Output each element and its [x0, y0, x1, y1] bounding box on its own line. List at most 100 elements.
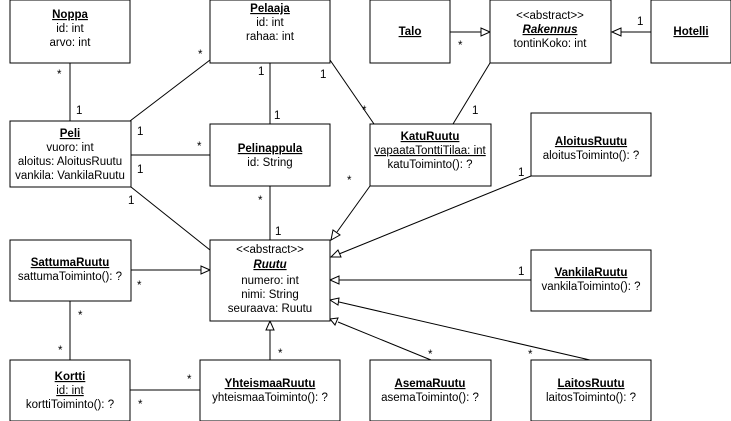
class-name: Pelaaja [250, 3, 290, 15]
mult-sattuma-ruutu: * [137, 280, 142, 292]
class-attr: korttiToiminto(): ? [26, 399, 114, 411]
gen-arrow-talo [480, 27, 492, 37]
class-attr: katuToiminto(): ? [387, 159, 472, 171]
mult-nappula-ruutu-ruutu: 1 [275, 226, 281, 238]
mult-peli-ruutu-peli: 1 [128, 195, 134, 207]
class-attr: tontinKoko: int [514, 38, 588, 50]
mult-nappula-ruutu-nappula: * [258, 195, 263, 207]
class-attr: rahaa: int [246, 31, 295, 43]
class-name: Kortti [55, 371, 86, 383]
mult-vankila-ruutu: 1 [518, 266, 524, 278]
class-name: Hotelli [673, 26, 708, 38]
class-attr: id: int [256, 17, 284, 29]
mult-peli-nappula-nappula: * [197, 141, 202, 153]
class-name: Ruutu [253, 259, 286, 271]
assoc-peli-ruutu [130, 186, 211, 251]
mult-rakennus-katu: 1 [472, 105, 478, 117]
class-vankilaruutu: VankilaRuutu vankilaToiminto(): ? [530, 249, 652, 312]
class-attr: laitosToiminto(): ? [546, 392, 636, 404]
gen-arrow-sattumaruutu [200, 265, 212, 275]
mult-kortti-yhteismaa-yhteismaa: * [187, 374, 192, 386]
gen-arrow-aloitusruutu [329, 249, 342, 258]
gen-laitosruutu-ruutu [338, 301, 591, 361]
class-pelinappula: Pelinappula id: String [209, 123, 331, 187]
assoc-pelaaja-peli [129, 59, 211, 122]
class-stereotype: <<abstract>> [516, 10, 584, 22]
class-kortti: Kortti id: int korttiToiminto(): ? [9, 359, 131, 421]
mult-katu-ruutu: * [347, 175, 352, 187]
class-name: Pelinappula [238, 143, 303, 155]
class-talo: Talo [369, 0, 451, 64]
gen-katuruutu-ruutu [336, 185, 371, 233]
class-attr: numero: int [241, 275, 299, 287]
assoc-rakennus-katuruutu [452, 62, 491, 125]
mult-noppa-peli-peli: 1 [76, 105, 82, 117]
class-name: Talo [399, 26, 422, 38]
class-name: SattumaRuutu [31, 257, 110, 269]
class-attr: vuoro: int [46, 142, 94, 154]
mult-laitos-ruutu: * [528, 349, 533, 361]
class-attr: vapaataTonttiTilaa: int [374, 145, 486, 157]
mult-pelaaja-nappula-nappula: 1 [274, 110, 280, 122]
class-attr: id: int [56, 23, 84, 35]
mult-peli-nappula-peli: 1 [137, 164, 143, 176]
class-attr: nimi: String [241, 289, 299, 301]
gen-arrow-hotelli [610, 27, 622, 37]
class-peli: Peli vuoro: int aloitus: AloitusRuutu va… [9, 120, 132, 188]
class-noppa: Noppa id: int arvo: int [9, 0, 131, 64]
gen-arrow-asemaruutu [329, 317, 339, 326]
class-yhteismaaruutu: YhteismaaRuutu yhteismaaToiminto(): ? [199, 359, 341, 421]
class-attr: id: String [247, 157, 292, 169]
class-asemaruutu: AsemaRuutu asemaToiminto(): ? [369, 359, 492, 421]
class-attr: vankila: VankilaRuutu [15, 170, 125, 182]
class-name: AloitusRuutu [555, 136, 627, 148]
class-katuruutu: KatuRuutu vapaataTonttiTilaa: int katuTo… [369, 123, 492, 187]
class-attr: arvo: int [50, 37, 92, 49]
gen-arrow-katuruutu [330, 229, 341, 241]
class-ruutu: <<abstract>> Ruutu numero: int nimi: Str… [209, 239, 331, 322]
class-name: VankilaRuutu [555, 267, 628, 279]
class-rakennus: <<abstract>> Rakennus tontinKoko: int [489, 0, 612, 64]
mult-asema-ruutu: * [428, 349, 433, 361]
class-sattumaruutu: SattumaRuutu sattumaToiminto(): ? [9, 239, 132, 302]
relationships [69, 27, 651, 391]
mult-pelaaja-katu-katu: * [362, 105, 367, 117]
gen-asemaruutu-ruutu [337, 321, 432, 361]
class-aloitusruutu: AloitusRuutu aloitusToiminto(): ? [530, 112, 652, 177]
class-attr: seuraava: Ruutu [228, 303, 312, 315]
mult-pelaaja-peli-peli: 1 [137, 126, 143, 138]
class-name: KatuRuutu [401, 131, 460, 143]
mult-sattuma-kortti-sattuma: * [78, 310, 83, 322]
mult-pelaaja-peli-pelaaja: * [198, 49, 203, 61]
mult-sattuma-kortti-kortti: * [58, 345, 63, 357]
mult-kortti-yhteismaa-kortti: * [138, 399, 143, 411]
class-name: YhteismaaRuutu [225, 378, 316, 390]
mult-hotelli-rakennus: 1 [637, 16, 643, 28]
class-name: Rakennus [523, 24, 578, 36]
class-hotelli: Hotelli [650, 0, 731, 64]
multiplicity-labels: * 1 * 1 1 1 1 * * 1 1 1 * 1 * 1 * 1 * 1 … [57, 16, 643, 411]
mult-yhteismaa-ruutu: * [278, 348, 283, 360]
mult-pelaaja-katu-pelaaja: 1 [320, 69, 326, 81]
class-name: LaitosRuutu [557, 378, 624, 390]
class-name: Peli [60, 128, 80, 140]
class-attr: yhteismaaToiminto(): ? [212, 392, 328, 404]
mult-noppa-peli-noppa: * [57, 69, 62, 81]
class-attr: asemaToiminto(): ? [381, 392, 479, 404]
class-attr: aloitusToiminto(): ? [543, 150, 640, 162]
class-attr: sattumaToiminto(): ? [18, 271, 122, 283]
class-pelaaja: Pelaaja id: int rahaa: int [209, 0, 331, 64]
class-stereotype: <<abstract>> [236, 244, 304, 256]
mult-pelaaja-nappula-pelaaja: 1 [258, 66, 264, 78]
mult-aloitus-ruutu: 1 [518, 167, 524, 179]
class-attr: aloitus: AloitusRuutu [18, 156, 122, 168]
gen-arrow-laitosruutu [328, 297, 340, 306]
gen-arrow-yhteismaaruutu [265, 319, 275, 331]
class-name: AsemaRuutu [395, 378, 466, 390]
mult-talo-rakennus: * [458, 40, 463, 52]
class-attr: id: int [56, 385, 84, 397]
class-name: Noppa [52, 9, 88, 21]
gen-arrow-vankilaruutu [328, 275, 340, 285]
